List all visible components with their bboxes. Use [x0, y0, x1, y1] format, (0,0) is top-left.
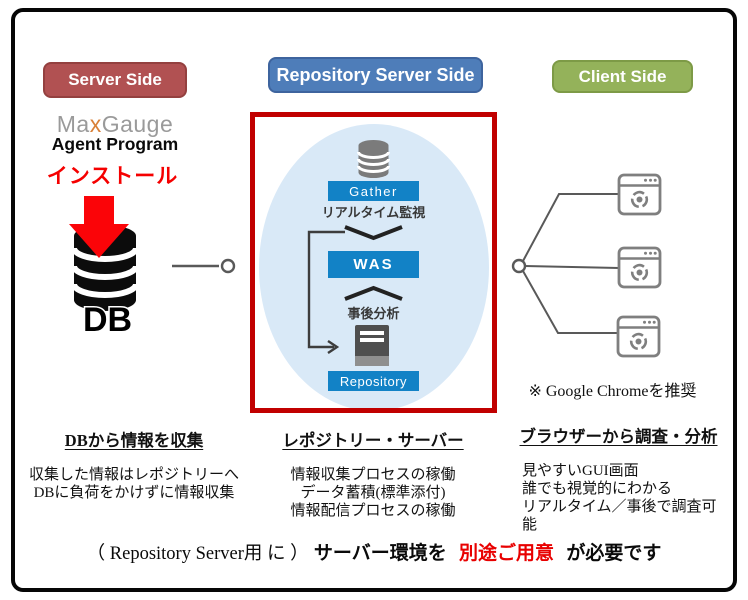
- post-analysis-label: 事後分析: [347, 306, 400, 321]
- footer-prefix: （ Repository Server用 に ）: [86, 544, 309, 564]
- repository-server-side-badge: Repository Server Side: [268, 57, 483, 93]
- logo-text: Gauge: [101, 111, 174, 137]
- repository-server-icon: [355, 325, 389, 366]
- footer-text: サーバー環境を: [313, 543, 447, 564]
- server-side-badge: Server Side: [43, 62, 187, 98]
- client-fan-connector: [511, 193, 620, 334]
- loop-arrow: [307, 230, 345, 354]
- database-icon: DB: [69, 196, 139, 336]
- description-heading: ブラウザーから調査・分析: [519, 427, 718, 446]
- description-heading: DBから情報を収集: [64, 431, 204, 450]
- footer-highlight: 別途ご用意: [459, 543, 555, 564]
- maxgauge-logo: MaxGauge: [40, 111, 190, 138]
- install-label: インストール: [46, 165, 179, 188]
- install-arrow-icon: [69, 196, 129, 258]
- chrome-browser-icon: [617, 246, 662, 289]
- client-side-badge: Client Side: [552, 60, 693, 93]
- repository-process-box: Repository: [328, 371, 419, 391]
- chevron-down-icon: [344, 225, 403, 241]
- description-line: DBに負荷をかけずに情報収集: [33, 485, 235, 501]
- agent-program-label: Agent Program: [51, 134, 179, 154]
- description-line: データ蓄積(標準添付): [300, 485, 446, 501]
- logo-x: x: [89, 111, 102, 137]
- description-line: 情報収集プロセスの稼働: [290, 467, 456, 483]
- chevron-up-icon: [344, 285, 403, 301]
- was-process-box: WAS: [328, 251, 419, 278]
- description-repository-column: レポジトリー・サーバー 情報収集プロセスの稼働 データ蓄積(標準添付) 情報配信…: [263, 427, 483, 520]
- description-line: 見やすいGUI画面: [522, 463, 639, 479]
- chrome-browser-icon: [616, 315, 661, 358]
- description-heading: レポジトリー・サーバー: [282, 431, 464, 450]
- outer-border: [11, 8, 737, 592]
- description-line: リアルタイム／事後で調査可能: [522, 499, 717, 533]
- db-label: DB: [83, 301, 132, 336]
- logo-text: Ma: [56, 111, 90, 137]
- description-line: 誰でも視覚的にわかる: [522, 481, 673, 497]
- chrome-browser-icon: [617, 173, 662, 216]
- chrome-recommendation-note: ※ Google Chromeを推奨: [528, 383, 697, 400]
- left-connector-line: [172, 258, 236, 274]
- gather-database-icon: [357, 140, 390, 178]
- description-line: 収集した情報はレポジトリーへ: [28, 467, 239, 483]
- footer-note: （ Repository Server用 に ） サーバー環境を 別途ご用意 が…: [40, 538, 708, 565]
- description-browser-column: ブラウザーから調査・分析 見やすいGUI画面 誰でも視覚的にわかる リアルタイム…: [506, 423, 731, 534]
- description-db-column: DBから情報を収集 収集した情報はレポジトリーへ DBに負荷をかけずに情報収集: [25, 427, 243, 502]
- repository-red-frame: [250, 112, 497, 413]
- realtime-monitoring-label: リアルタイム監視: [321, 205, 426, 220]
- gather-process-box: Gather: [328, 181, 419, 201]
- footer-text: が必要です: [566, 543, 662, 564]
- description-line: 情報配信プロセスの稼働: [290, 503, 456, 519]
